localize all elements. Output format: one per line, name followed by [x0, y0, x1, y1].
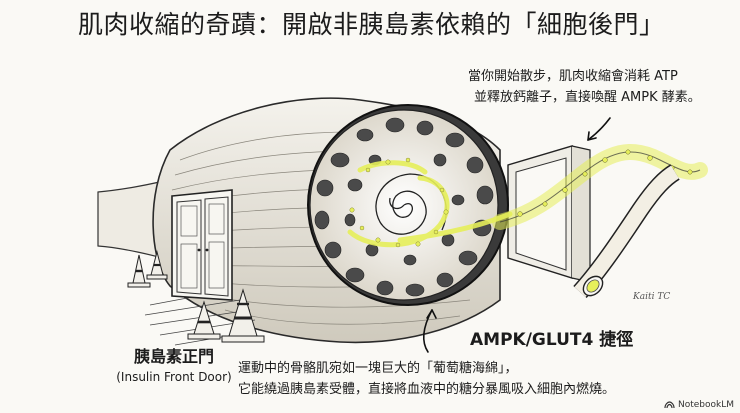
insulin-front-door-label-zh: 胰島素正門 — [133, 347, 214, 366]
blood-vessel — [573, 164, 680, 299]
arrow-to-sponge — [422, 309, 437, 353]
traffic-cone-2 — [146, 250, 168, 280]
exercise-trigger-note: 當你開始散步，肌肉收縮會消耗 ATP 並釋放鈣離子，直接喚醒 AMPK 酵素。 — [468, 66, 738, 108]
traffic-cone-1 — [127, 254, 151, 288]
ampk-glut4-shortcut-label: AMPK/GLUT4 捷徑 — [470, 330, 634, 350]
traffic-cone-4 — [221, 288, 265, 343]
page-title: 肌肉收縮的奇蹟：開啟非胰島素依賴的「細胞後門」 — [78, 10, 665, 39]
insulin-front-door-label: 胰島素正門 (Insulin Front Door) — [104, 346, 244, 386]
glucose-sponge-note: 運動中的骨骼肌宛如一塊巨大的「葡萄糖海綿」， 它能繞過胰島素受體，直接將血液中的… — [238, 358, 638, 400]
glucose-dots — [349, 157, 449, 248]
notebooklm-brand: NotebookLM — [664, 400, 734, 410]
glucose-sponge-line-2: 它能繞過胰島素受體，直接將血液中的糖分暴風吸入細胞內燃燒。 — [238, 382, 616, 397]
arrow-to-back-door — [587, 117, 611, 141]
notebooklm-logo-icon — [664, 401, 675, 409]
traffic-cone-3 — [187, 300, 221, 340]
sponge-pores — [314, 117, 494, 297]
sponge-spiral — [375, 173, 447, 235]
artist-signature: Kaiti TC — [633, 292, 671, 302]
glucose-sponge — [307, 104, 513, 306]
glucose-stream — [492, 143, 708, 230]
glucose-sponge-line-1: 運動中的骨骼肌宛如一塊巨大的「葡萄糖海綿」， — [238, 361, 518, 376]
exercise-trigger-line-1: 當你開始散步，肌肉收縮會消耗 ATP — [468, 69, 678, 84]
brand-name: NotebookLM — [677, 400, 734, 410]
insulin-front-door-label-en: (Insulin Front Door) — [116, 370, 232, 384]
insulin-front-door — [171, 189, 233, 301]
exercise-trigger-line-2: 並釋放鈣離子，直接喚醒 AMPK 酵素。 — [474, 90, 701, 105]
